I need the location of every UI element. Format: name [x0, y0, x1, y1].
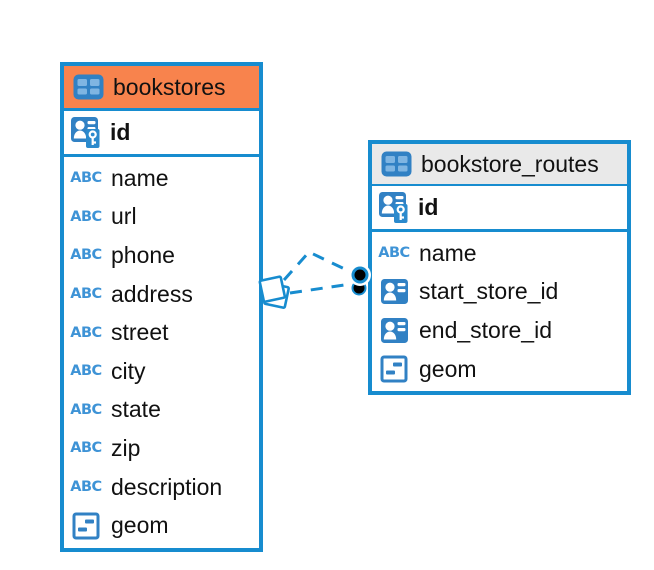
column-label: description [111, 473, 223, 500]
primary-key-row[interactable]: id [64, 111, 259, 157]
column-row[interactable]: start_store_id [372, 273, 627, 312]
column-row[interactable]: ABC name [372, 234, 627, 273]
column-label: address [111, 280, 193, 307]
text-icon: ABC [70, 324, 102, 341]
column-label: street [111, 319, 169, 346]
geometry-icon [378, 355, 410, 383]
primary-key-row[interactable]: id [372, 186, 627, 232]
reference-icon [378, 279, 410, 305]
column-label: city [111, 357, 146, 384]
table-icon [380, 151, 412, 177]
entity-table-bookstore-routes[interactable]: bookstore_routes id ABC name start_store_… [368, 140, 631, 396]
geometry-icon [70, 512, 102, 540]
column-label: state [111, 396, 161, 423]
column-row[interactable]: ABC address [64, 275, 259, 314]
table-icon [72, 74, 104, 100]
table-title: bookstore_routes [421, 150, 599, 177]
table-title: bookstores [113, 73, 226, 100]
text-icon: ABC [70, 247, 102, 264]
text-icon: ABC [70, 363, 102, 380]
primary-key-icon [70, 116, 102, 149]
text-icon: ABC [70, 401, 102, 418]
column-row[interactable]: geom [64, 506, 259, 545]
text-icon: ABC [378, 245, 410, 262]
relation-line-1[interactable] [282, 250, 354, 281]
column-label: end_store_id [419, 316, 552, 343]
column-label: url [111, 203, 137, 230]
column-label: start_store_id [419, 278, 559, 305]
primary-key-icon [378, 191, 410, 224]
text-icon: ABC [70, 170, 102, 187]
column-row[interactable]: ABC street [64, 313, 259, 352]
text-icon: ABC [70, 440, 102, 457]
table-header[interactable]: bookstore_routes [372, 144, 627, 186]
column-label: phone [111, 241, 175, 268]
column-row[interactable]: end_store_id [372, 311, 627, 350]
text-icon: ABC [70, 286, 102, 303]
relation-source-marker[interactable] [258, 275, 290, 309]
column-row[interactable]: geom [372, 350, 627, 389]
column-row[interactable]: ABC description [64, 468, 259, 507]
column-row[interactable]: ABC url [64, 198, 259, 237]
text-icon: ABC [70, 208, 102, 225]
column-row[interactable]: ABC name [64, 159, 259, 198]
relation-line-2[interactable] [289, 282, 352, 295]
table-header[interactable]: bookstores [64, 66, 259, 111]
column-row[interactable]: ABC city [64, 352, 259, 391]
column-label: geom [111, 512, 169, 539]
column-label: zip [111, 434, 141, 461]
column-label: id [418, 194, 439, 220]
column-row[interactable]: ABC zip [64, 429, 259, 468]
column-list: ABC name start_store_id end_store_id geom [372, 232, 627, 391]
column-label: id [110, 119, 131, 145]
column-label: name [111, 164, 169, 191]
column-row[interactable]: ABC state [64, 391, 259, 430]
column-label: geom [419, 355, 477, 382]
text-icon: ABC [70, 479, 102, 496]
column-row[interactable]: ABC phone [64, 236, 259, 275]
reference-icon [378, 317, 410, 343]
column-label: name [419, 239, 477, 266]
